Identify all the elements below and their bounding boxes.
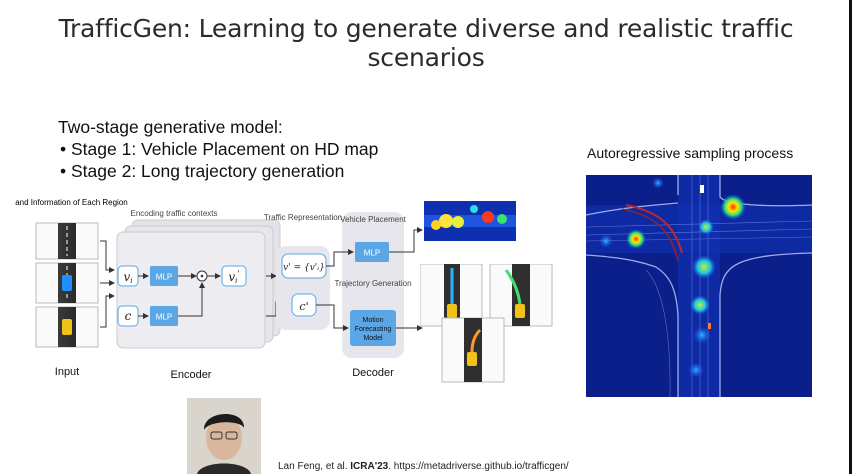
trajectory-panel xyxy=(420,264,483,327)
input-caption-line1: Vector and Information of Each Region xyxy=(14,198,128,207)
slide-edge xyxy=(849,0,852,474)
architecture-diagram: Vector and Information of Each Region En… xyxy=(14,198,423,381)
encoder-mlp-2 xyxy=(150,306,178,326)
section-decoder: Decoder xyxy=(352,367,394,379)
svg-text:c: c xyxy=(125,309,132,323)
citation: Lan Feng, et al. ICRA'23. https://metadr… xyxy=(278,461,569,472)
svg-text:vi': vi' xyxy=(228,269,239,285)
trajectory-panel xyxy=(441,317,505,383)
svg-text:MLP: MLP xyxy=(156,273,172,282)
bullet-heading: Two-stage generative model: xyxy=(58,117,283,137)
placement-heat-strip xyxy=(424,201,516,241)
trajectory-generation-label: Trajectory Generation xyxy=(334,279,411,288)
svg-text:MLP: MLP xyxy=(156,313,172,322)
svg-text:Model: Model xyxy=(363,335,383,342)
vehicle-placement-label: Vehicle Placement xyxy=(340,215,407,224)
encoding-caption: Encoding traffic contexts xyxy=(130,209,217,218)
decoder-mlp xyxy=(355,242,389,262)
section-encoder: Encoder xyxy=(171,369,212,381)
input-tile xyxy=(35,222,99,260)
svg-text:Forecasting: Forecasting xyxy=(355,326,392,333)
svg-text:v' = {v'ᵢ}: v' = {v'ᵢ} xyxy=(283,263,325,273)
input-tile xyxy=(35,262,99,304)
citation-url[interactable]: . https://metadriverse.github.io/traffic… xyxy=(388,461,569,472)
bullet-item: • Stage 1: Vehicle Placement on HD map xyxy=(60,139,379,159)
traffic-representation-label: Traffic Representation xyxy=(264,213,342,222)
svg-text:vi: vi xyxy=(123,270,132,285)
autoregressive-label: Autoregressive sampling process xyxy=(587,145,794,161)
encoder-block xyxy=(116,231,266,349)
svg-text:Motion: Motion xyxy=(362,317,383,324)
trajectory-panel xyxy=(489,264,553,327)
autoregressive-heatmap xyxy=(586,175,812,397)
svg-text:MLP: MLP xyxy=(364,249,380,258)
bullet-item: • Stage 2: Long trajectory generation xyxy=(60,161,345,181)
svg-text:c': c' xyxy=(299,300,308,313)
trajectory-panels xyxy=(420,264,553,383)
vi-prime-node xyxy=(221,265,247,287)
input-tile xyxy=(35,306,99,348)
bullet-list: Two-stage generative model: • Stage 1: V… xyxy=(58,116,378,182)
slide-title: TrafficGen: Learning to generate diverse… xyxy=(58,14,794,72)
encoder-mlp-1 xyxy=(150,266,178,286)
speaker-video xyxy=(187,398,261,474)
section-input: Input xyxy=(55,366,79,378)
motion-forecasting-model xyxy=(350,310,396,346)
citation-venue: ICRA'23 xyxy=(350,461,389,472)
